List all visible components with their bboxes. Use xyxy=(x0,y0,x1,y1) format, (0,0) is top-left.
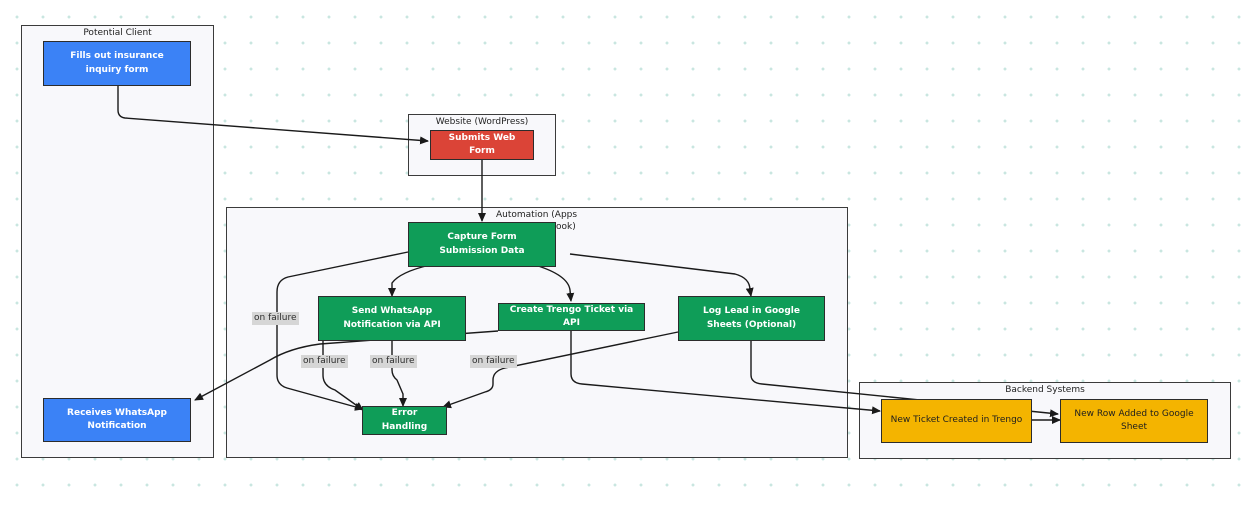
ticket-failure-label: on failure xyxy=(301,355,348,368)
log-lead-node[interactable]: Log Lead in Google Sheets (Optional) xyxy=(678,296,825,341)
receive-whatsapp-node[interactable]: Receives WhatsApp Notification xyxy=(43,398,191,442)
capture-failure-label: on failure xyxy=(252,312,299,325)
client-group: Potential Client xyxy=(21,25,214,458)
automation-group-title: Automation (Apps xyxy=(496,209,616,221)
client-group-title: Potential Client xyxy=(83,28,152,38)
backend-group-title: Backend Systems xyxy=(1005,385,1085,395)
create-ticket-node[interactable]: Create Trengo Ticket via API xyxy=(498,303,645,331)
automation-group-title-line1: Automation (Apps xyxy=(496,210,578,220)
send-whatsapp-node[interactable]: Send WhatsApp Notification via API xyxy=(318,296,466,341)
error-handling-node[interactable]: Error Handling xyxy=(362,406,447,435)
automation-group-title-line2: ook) xyxy=(556,222,576,232)
new-ticket-node[interactable]: New Ticket Created in Trengo xyxy=(881,399,1032,443)
submit-form-node[interactable]: Submits Web Form xyxy=(430,130,534,160)
fill-form-node[interactable]: Fills out insurance inquiry form xyxy=(43,41,191,86)
sheets-failure-label: on failure xyxy=(470,355,517,368)
new-row-node[interactable]: New Row Added to Google Sheet xyxy=(1060,399,1208,443)
website-group-title: Website (WordPress) xyxy=(435,117,529,127)
whatsapp-failure-label: on failure xyxy=(370,355,417,368)
capture-node[interactable]: Capture Form Submission Data xyxy=(408,222,556,267)
